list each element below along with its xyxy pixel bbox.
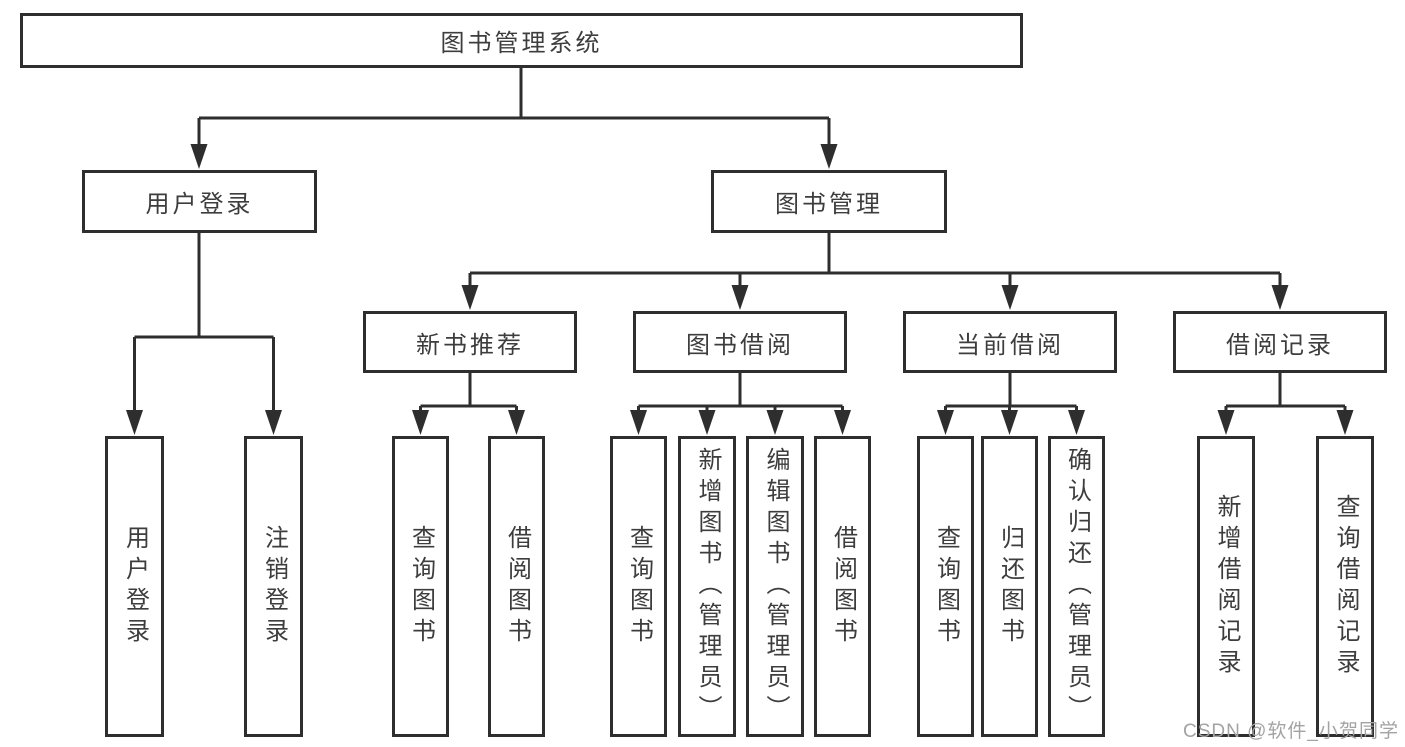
leaf-recommend-borrow-book-label: 借阅图书 (503, 524, 531, 649)
leaf-current-return-book-label: 归还图书 (996, 524, 1024, 649)
leaf-current-query-book: 查询图书 (917, 436, 974, 737)
node-book-borrow: 图书借阅 (633, 311, 847, 373)
leaf-borrow-borrow-book: 借阅图书 (814, 436, 871, 737)
leaf-records-add-record: 新增借阅记录 (1197, 436, 1255, 737)
leaf-current-confirm-return: 确认归还（管理员） (1048, 436, 1105, 737)
csdn-watermark: CSDN @软件_小贺同学 (1183, 721, 1399, 742)
leaf-records-add-record-label: 新增借阅记录 (1213, 493, 1240, 680)
leaf-user-login-label: 用户登录 (121, 524, 149, 649)
leaf-borrow-edit-book-label: 编辑图书（管理员） (762, 447, 789, 726)
leaf-user-login: 用户登录 (105, 436, 164, 737)
node-root-system: 图书管理系统 (20, 13, 1023, 68)
node-book-manage: 图书管理 (711, 170, 947, 233)
leaf-current-query-book-label: 查询图书 (932, 524, 960, 649)
leaf-borrow-add-book: 新增图书（管理员） (678, 436, 736, 737)
leaf-recommend-query-book-label: 查询图书 (407, 524, 435, 649)
leaf-records-query-record: 查询借阅记录 (1316, 436, 1374, 737)
node-book-manage-label: 图书管理 (775, 191, 883, 218)
leaf-borrow-borrow-book-label: 借阅图书 (829, 524, 857, 649)
leaf-current-confirm-return-label: 确认归还（管理员） (1063, 447, 1091, 726)
leaf-borrow-query-book: 查询图书 (610, 436, 667, 737)
arrowhead-icons (126, 144, 1354, 435)
leaf-borrow-add-book-label: 新增图书（管理员） (694, 447, 721, 726)
leaf-logout: 注销登录 (244, 436, 303, 737)
leaf-current-return-book: 归还图书 (981, 436, 1038, 737)
leaf-recommend-borrow-book: 借阅图书 (488, 436, 545, 737)
node-new-book-recommend-label: 新书推荐 (416, 331, 524, 359)
leaf-borrow-edit-book: 编辑图书（管理员） (746, 436, 804, 737)
leaf-recommend-query-book: 查询图书 (392, 436, 449, 737)
node-borrow-records-label: 借阅记录 (1226, 331, 1334, 359)
node-book-borrow-label: 图书借阅 (686, 331, 794, 359)
node-current-borrow-label: 当前借阅 (956, 331, 1064, 359)
leaf-logout-label: 注销登录 (260, 524, 288, 649)
leaf-records-query-record-label: 查询借阅记录 (1332, 493, 1359, 680)
node-root-system-label: 图书管理系统 (440, 30, 603, 57)
leaf-borrow-query-book-label: 查询图书 (625, 524, 653, 649)
node-new-book-recommend: 新书推荐 (363, 311, 577, 373)
node-borrow-records: 借阅记录 (1173, 311, 1387, 373)
node-user-login: 用户登录 (82, 170, 317, 233)
node-current-borrow: 当前借阅 (903, 311, 1117, 373)
node-user-login-label: 用户登录 (145, 191, 254, 218)
